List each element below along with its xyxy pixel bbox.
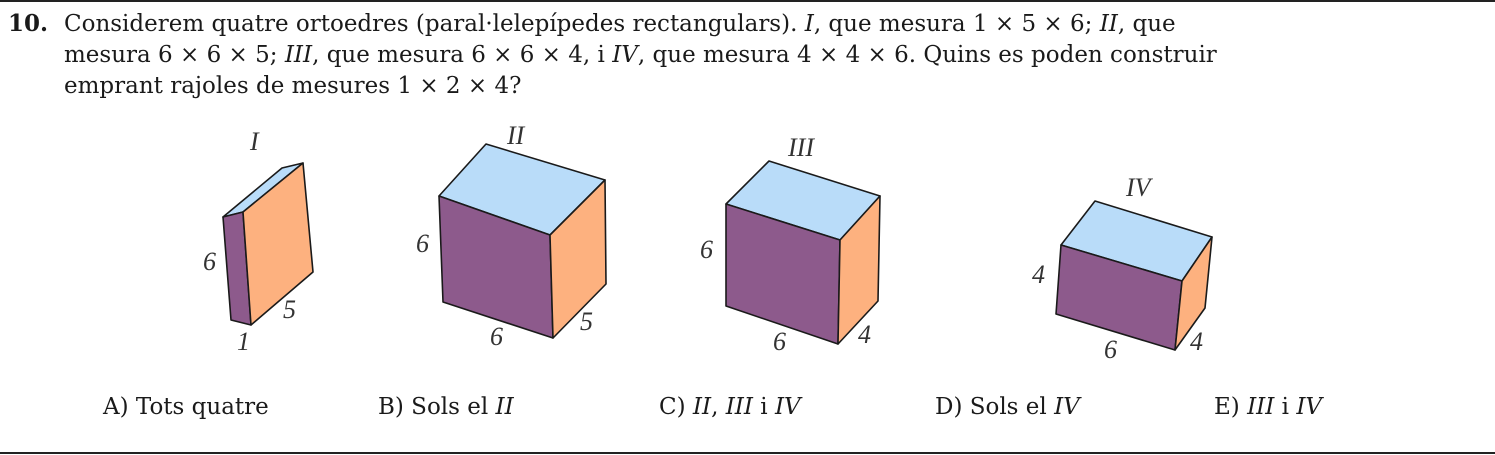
cuboid-I-width-label: 1: [237, 327, 250, 356]
top-rule: [0, 0, 1495, 2]
problem-line-1: 10.Considerem quatre ortoedres (paral·le…: [8, 10, 1176, 37]
answer-option-c[interactable]: C) II, III i IV: [659, 394, 801, 420]
cuboid-I-height-label: 6: [203, 247, 216, 276]
cuboid-I-depth-label: 5: [283, 295, 296, 324]
cuboid-II-width-label: 6: [490, 322, 503, 351]
cuboid-IV-name: IV: [1125, 173, 1154, 202]
answer-option-e[interactable]: E) III i IV: [1214, 394, 1323, 420]
cuboid-figure-IV: IV 4 6 4: [1032, 173, 1213, 364]
cuboid-III-side-face: [837, 195, 881, 345]
cuboid-figure-III: III 6 6 4: [700, 133, 881, 356]
problem-number: 10.: [8, 10, 49, 37]
cuboid-III-name: III: [787, 133, 815, 162]
cuboid-III-depth-label: 4: [858, 320, 871, 349]
cuboid-I-side-face: [242, 162, 314, 326]
answer-options: A) Tots quatre B) Sols el II C) II, III …: [0, 394, 1495, 428]
cuboid-III-width-label: 6: [773, 327, 786, 356]
cuboid-IV-depth-label: 4: [1190, 327, 1203, 356]
cuboid-figure-II: II 6 6 5: [416, 121, 607, 351]
cuboid-III-height-label: 6: [700, 235, 713, 264]
cuboid-II-name: II: [506, 121, 526, 150]
cuboid-IV-width-label: 6: [1104, 335, 1117, 364]
answer-option-a[interactable]: A) Tots quatre: [103, 394, 269, 420]
cuboid-IV-height-label: 4: [1032, 260, 1045, 289]
cuboid-II-side-face: [549, 179, 607, 339]
problem-line-3: emprant rajoles de mesures 1 × 2 × 4?: [64, 73, 522, 99]
cuboid-I-name: I: [249, 127, 260, 156]
answer-option-b[interactable]: B) Sols el II: [378, 394, 514, 420]
answer-option-d[interactable]: D) Sols el IV: [935, 394, 1080, 420]
problem-statement: 10.Considerem quatre ortoedres (paral·le…: [8, 8, 1478, 102]
cuboid-figure-I: I 6 5 1: [203, 127, 314, 356]
cuboid-IV-side-face: [1174, 236, 1213, 351]
cuboid-II-height-label: 6: [416, 229, 429, 258]
cuboid-II-depth-label: 5: [580, 307, 593, 336]
problem-line-2: mesura 6 × 6 × 5; III, que mesura 6 × 6 …: [64, 42, 1217, 68]
bottom-rule: [0, 452, 1495, 454]
